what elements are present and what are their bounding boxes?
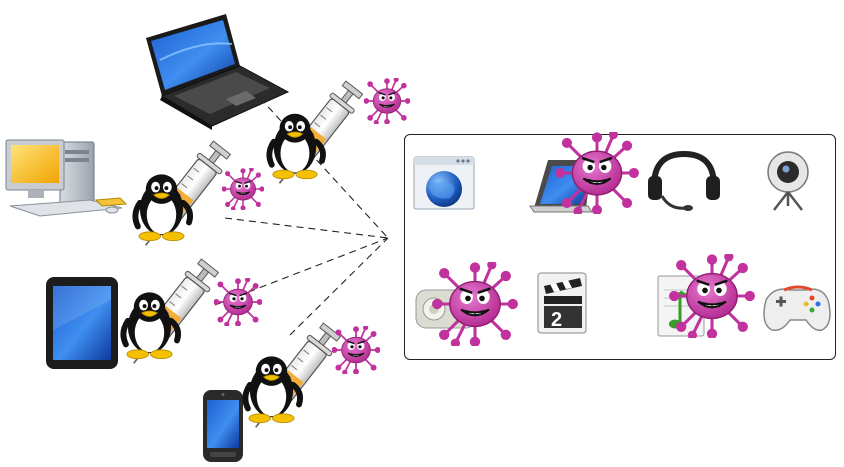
- desktop-computer-icon: [5, 139, 128, 217]
- purple-virus-icon: [668, 254, 756, 338]
- laptop-icon: [146, 14, 290, 130]
- clapperboard-icon: 2: [537, 272, 587, 334]
- attack-line-phone: [289, 237, 389, 336]
- webcam-icon: [767, 151, 809, 211]
- smartphone-icon: [203, 390, 243, 462]
- attack-line-laptop: [259, 97, 389, 239]
- gamepad-icon: [763, 285, 831, 332]
- attack-line-desktop: [224, 217, 389, 239]
- purple-virus-icon: [431, 262, 519, 346]
- purple-virus-icon: [554, 132, 640, 214]
- globe-browser-icon: [413, 156, 475, 210]
- tablet-icon: [46, 277, 118, 369]
- headset-icon: [648, 150, 720, 211]
- clapperboard-label: 2: [551, 309, 562, 331]
